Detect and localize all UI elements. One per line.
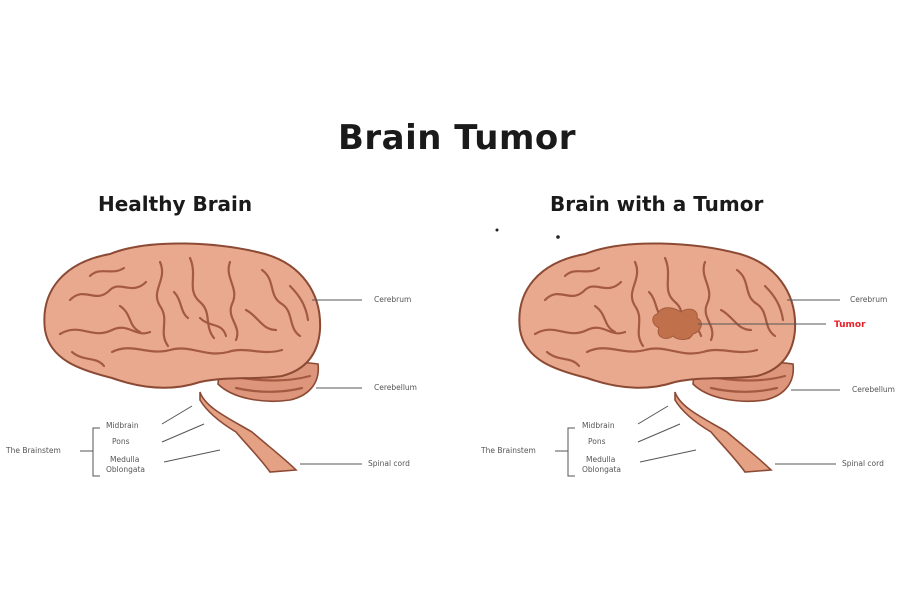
tumor-brain xyxy=(518,242,797,474)
label-cerebrum: Cerebrum xyxy=(850,295,887,304)
label-cerebellum: Cerebellum xyxy=(374,383,417,392)
label-pons: Pons xyxy=(112,437,130,446)
healthy-brain xyxy=(43,242,322,474)
dot xyxy=(556,235,560,239)
label-oblongata: Oblongata xyxy=(106,465,145,474)
label-spinal-cord: Spinal cord xyxy=(368,459,410,468)
label-brainstem: The Brainstem xyxy=(480,446,536,455)
label-cerebrum: Cerebrum xyxy=(374,295,411,304)
label-pons: Pons xyxy=(588,437,606,446)
label-spinal-cord: Spinal cord xyxy=(842,459,884,468)
label-midbrain: Midbrain xyxy=(582,421,615,430)
tumor-mass xyxy=(652,307,702,340)
label-midbrain: Midbrain xyxy=(106,421,139,430)
dot xyxy=(495,228,499,232)
page-title: Brain Tumor xyxy=(337,118,577,158)
tumor-brain-labels: Cerebrum Tumor Cerebellum Spinal cord Th… xyxy=(480,295,895,477)
healthy-brain-title: Healthy Brain xyxy=(98,192,253,216)
label-tumor: Tumor xyxy=(834,320,866,330)
label-oblongata: Oblongata xyxy=(582,465,621,474)
label-cerebellum: Cerebellum xyxy=(852,385,895,394)
label-medulla: Medulla xyxy=(586,455,615,464)
label-brainstem: The Brainstem xyxy=(5,446,61,455)
tumor-brain-title: Brain with a Tumor xyxy=(550,192,764,216)
healthy-brain-labels: Cerebrum Cerebellum Spinal cord The Brai… xyxy=(5,295,417,477)
label-medulla: Medulla xyxy=(110,455,139,464)
